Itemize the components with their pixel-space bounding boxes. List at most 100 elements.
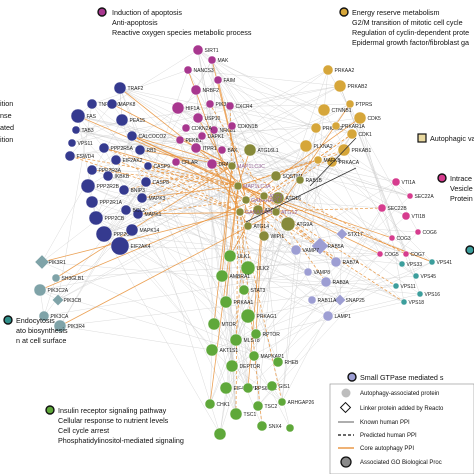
protein-node[interactable]: ARHGAP26 bbox=[277, 397, 314, 407]
protein-node[interactable]: RAB11A bbox=[307, 295, 337, 305]
protein-node[interactable]: VAMP7 bbox=[290, 244, 319, 256]
protein-node[interactable]: VTI1B bbox=[401, 211, 426, 221]
protein-node[interactable]: SNAP25 bbox=[334, 294, 365, 306]
protein-node[interactable]: PIK3R4 bbox=[53, 319, 85, 333]
protein-node[interactable]: NRBF2 bbox=[190, 84, 219, 96]
protein-node[interactable]: IKBKB bbox=[102, 170, 130, 182]
protein-node[interactable]: CASP9 bbox=[143, 161, 170, 171]
protein-node[interactable]: RAB1B bbox=[295, 175, 323, 185]
protein-node[interactable]: COG7 bbox=[402, 250, 425, 258]
protein-node[interactable]: PRKAA2 bbox=[322, 64, 354, 76]
protein-node[interactable]: PRKAR1A bbox=[331, 121, 366, 131]
protein-node[interactable]: BNIP3 bbox=[118, 184, 145, 196]
protein-node[interactable]: SH3GLB1 bbox=[51, 273, 84, 283]
protein-node[interactable]: AMBRA1 bbox=[215, 269, 250, 283]
protein-node[interactable]: TSC2 bbox=[252, 400, 278, 412]
protein-node[interactable]: BCL2 bbox=[120, 204, 145, 216]
protein-node[interactable]: PPP2R2B bbox=[80, 178, 120, 194]
protein-node[interactable]: LAMP1 bbox=[322, 310, 351, 322]
protein-node[interactable]: PRKAB2 bbox=[333, 79, 367, 93]
protein-node[interactable]: PIK3C3 bbox=[205, 99, 233, 109]
protein-node[interactable]: BAX bbox=[217, 145, 238, 155]
protein-node[interactable]: PRKAG2 bbox=[310, 122, 343, 134]
protein-node[interactable]: PRKACA bbox=[326, 156, 360, 168]
protein-node[interactable]: PPP2CA bbox=[95, 225, 134, 243]
protein-node[interactable]: SQSTM1 bbox=[270, 170, 303, 182]
protein-node[interactable]: MAPKAP1 bbox=[248, 350, 284, 362]
protein-node[interactable]: RHEB bbox=[272, 356, 299, 368]
protein-node[interactable]: RAB7A bbox=[330, 256, 360, 268]
protein-node[interactable]: SEC22B bbox=[377, 203, 407, 213]
protein-node[interactable]: PEKB1 bbox=[175, 135, 202, 145]
protein-node[interactable]: MAK bbox=[207, 55, 229, 65]
protein-node[interactable]: PIK3C2A bbox=[33, 283, 69, 297]
protein-node[interactable]: PPP2R3A bbox=[86, 164, 122, 176]
protein-node[interactable]: WIPI1 bbox=[258, 230, 284, 242]
protein-node[interactable]: TRAF2 bbox=[113, 81, 144, 95]
protein-node[interactable]: MAPK14 bbox=[125, 223, 159, 237]
protein-node[interactable]: ITPR1 bbox=[190, 142, 217, 154]
protein-node[interactable]: PRKAA1 bbox=[219, 295, 253, 309]
protein-node[interactable]: COG3 bbox=[388, 234, 411, 242]
protein-node[interactable]: PIK3CA bbox=[38, 310, 69, 322]
protein-node[interactable]: CDK1 bbox=[346, 128, 372, 140]
protein-node[interactable]: USP10 bbox=[192, 112, 221, 124]
protein-node[interactable]: CASP8 bbox=[140, 176, 169, 188]
protein-node[interactable]: ATG14 bbox=[243, 221, 269, 231]
protein-node[interactable]: COG6 bbox=[414, 228, 437, 236]
protein-node[interactable]: GIS1 bbox=[266, 380, 290, 392]
hub-node[interactable]: ATG3 bbox=[259, 191, 282, 201]
protein-node[interactable]: EIF2AK4 bbox=[110, 236, 151, 256]
protein-node[interactable]: ULK1 bbox=[223, 249, 250, 263]
protein-node[interactable]: ULK2 bbox=[240, 260, 269, 276]
protein-node[interactable]: VPS16 bbox=[416, 290, 440, 298]
protein-node[interactable]: MAPK8 bbox=[106, 98, 136, 110]
protein-node[interactable]: PIK3CB bbox=[52, 294, 82, 306]
protein-node[interactable]: CFLAR bbox=[171, 157, 198, 167]
protein-node[interactable]: MAFKB bbox=[313, 155, 341, 165]
protein-node[interactable]: CHK1 bbox=[204, 398, 230, 410]
protein-node[interactable]: NANCS3 bbox=[183, 65, 214, 75]
protein-node[interactable]: RPS6KB1 bbox=[242, 382, 277, 394]
hub-node[interactable]: MAP1LC3A bbox=[233, 181, 271, 191]
protein-node[interactable]: DAPK1 bbox=[197, 131, 224, 141]
protein-node[interactable]: VPS11 bbox=[392, 282, 416, 290]
protein-node[interactable]: VPS41 bbox=[428, 258, 452, 266]
protein-node[interactable]: SIRT1 bbox=[192, 44, 219, 56]
protein-node[interactable]: SNX4 bbox=[256, 420, 282, 432]
protein-node[interactable]: RPTOR bbox=[250, 328, 280, 340]
protein-node[interactable]: PIK3R1 bbox=[34, 254, 66, 270]
protein-node[interactable]: PPP2R5A bbox=[98, 142, 134, 154]
protein-node[interactable]: MTOR bbox=[207, 317, 237, 331]
protein-node[interactable]: FSWD4 bbox=[64, 150, 94, 162]
protein-node[interactable]: RB1 bbox=[134, 144, 156, 156]
protein-node[interactable]: MAPK1 bbox=[132, 208, 162, 220]
protein-node[interactable]: FAIM bbox=[213, 75, 235, 85]
protein-node[interactable]: SEC22A bbox=[406, 192, 434, 200]
hub-node[interactable]: ATG12 bbox=[271, 207, 297, 217]
protein-node[interactable]: VAMP8 bbox=[303, 267, 330, 277]
protein-node[interactable]: EIF2AK2 bbox=[110, 154, 143, 166]
protein-node[interactable]: PEA15 bbox=[115, 113, 145, 127]
hub-node[interactable]: MAP1LC3C bbox=[227, 161, 265, 171]
protein-node[interactable]: COG5 bbox=[376, 250, 399, 258]
protein-node[interactable]: TAB3 bbox=[71, 125, 94, 135]
protein-node[interactable]: DRAM1 bbox=[206, 158, 236, 170]
protein-node[interactable]: NFKB1 bbox=[209, 125, 236, 135]
protein-node[interactable]: TSC1 bbox=[229, 407, 257, 421]
protein-node[interactable]: STAT3 bbox=[238, 284, 266, 296]
protein-node[interactable]: VPS33 bbox=[398, 260, 422, 268]
protein-node[interactable] bbox=[213, 427, 227, 441]
protein-node[interactable]: HIF1A bbox=[171, 101, 200, 115]
protein-node[interactable]: MLST8 bbox=[229, 333, 260, 347]
protein-node[interactable]: RAB3A bbox=[320, 276, 350, 288]
protein-node[interactable]: PRKAG1 bbox=[240, 308, 277, 324]
hub-node[interactable]: GABARAPL1 bbox=[241, 195, 283, 205]
protein-node[interactable] bbox=[285, 423, 295, 433]
hub-node[interactable]: GABARAPL2 bbox=[235, 207, 277, 217]
protein-node[interactable]: AKT1S1 bbox=[205, 343, 238, 357]
protein-node[interactable]: RAB5A bbox=[311, 237, 345, 255]
protein-node[interactable]: DEPTOR bbox=[225, 359, 261, 373]
protein-node[interactable]: PLXNA2 bbox=[299, 139, 333, 153]
protein-node[interactable]: CDKN1B bbox=[227, 121, 258, 131]
